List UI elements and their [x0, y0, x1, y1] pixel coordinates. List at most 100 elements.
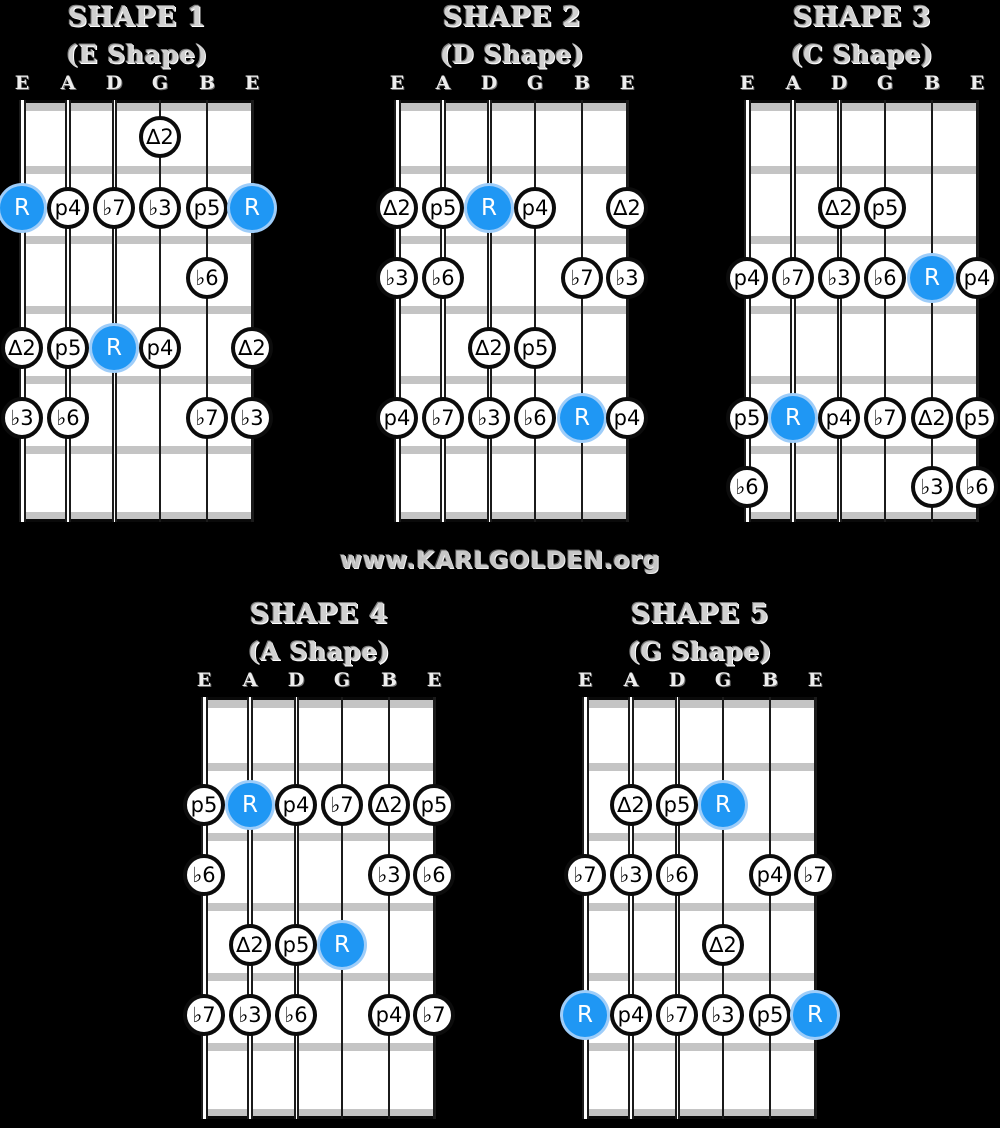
string-line — [200, 697, 208, 1119]
interval-note: ♭7 — [413, 994, 455, 1036]
shape-subtitle: (G Shape) — [627, 637, 773, 666]
root-note: R — [793, 993, 837, 1037]
string-label: E — [577, 669, 593, 691]
fret-bar — [395, 446, 629, 454]
string-line — [722, 697, 724, 1119]
string-line — [111, 100, 117, 522]
shape-subtitle: (A Shape) — [247, 637, 391, 666]
string-line — [790, 100, 796, 522]
string-line — [250, 100, 254, 522]
interval-note: p5 — [956, 397, 998, 439]
string-line — [65, 100, 71, 522]
string-line — [293, 697, 299, 1119]
string-line — [247, 697, 253, 1119]
string-label: B — [198, 72, 216, 94]
interval-note: ♭7 — [864, 397, 906, 439]
interval-note: p5 — [514, 327, 556, 369]
interval-note: p5 — [186, 187, 228, 229]
shape-subtitle: (C Shape) — [790, 40, 934, 69]
interval-note: ♭6 — [183, 854, 225, 896]
interval-note: ♭7 — [422, 397, 464, 439]
fret-bar — [745, 512, 979, 520]
string-line — [813, 697, 817, 1119]
root-note: R — [320, 923, 364, 967]
interval-note: p4 — [610, 994, 652, 1036]
fret-bar — [20, 103, 254, 111]
interval-note: ♭7 — [93, 187, 135, 229]
root-note: R — [910, 256, 954, 300]
interval-note: ♭3 — [468, 397, 510, 439]
board-top-edge — [202, 697, 436, 700]
fret-bar — [395, 103, 629, 111]
string-line — [884, 100, 886, 522]
fret-bar — [395, 376, 629, 384]
string-label: D — [830, 72, 848, 94]
interval-note: ♭7 — [561, 257, 603, 299]
string-line — [975, 100, 979, 522]
string-label: E — [196, 669, 212, 691]
interval-note: ♭7 — [186, 397, 228, 439]
string-label: E — [807, 669, 823, 691]
interval-note: ♭3 — [702, 994, 744, 1036]
fret-bar — [20, 512, 254, 520]
shape-title: SHAPE 4 — [249, 599, 389, 630]
interval-note: ♭3 — [376, 257, 418, 299]
fret-bar — [583, 763, 817, 771]
string-label: B — [761, 669, 779, 691]
shape-title: SHAPE 5 — [630, 599, 770, 630]
interval-note: p4 — [956, 257, 998, 299]
interval-note: p4 — [376, 397, 418, 439]
interval-note: ♭3 — [818, 257, 860, 299]
fret-bar — [745, 376, 979, 384]
fret-bar — [745, 103, 979, 111]
interval-note: p5 — [183, 784, 225, 826]
fret-bar — [202, 973, 436, 981]
root-note: R — [467, 186, 511, 230]
interval-note: ♭3 — [911, 466, 953, 508]
string-label: E — [389, 72, 405, 94]
interval-note: p5 — [413, 784, 455, 826]
root-note: R — [230, 186, 274, 230]
string-line — [393, 100, 401, 522]
shape-title: SHAPE 1 — [67, 2, 207, 33]
string-line — [581, 100, 583, 522]
string-line — [18, 100, 26, 522]
interval-note: p5 — [656, 784, 698, 826]
board-bottom-edge — [202, 1116, 436, 1119]
string-line — [931, 100, 933, 522]
interval-note: ♭3 — [1, 397, 43, 439]
string-label: D — [287, 669, 305, 691]
fret-bar — [20, 166, 254, 174]
interval-note: p5 — [864, 187, 906, 229]
interval-note: p5 — [275, 924, 317, 966]
fret-bar — [20, 376, 254, 384]
interval-note: ♭7 — [772, 257, 814, 299]
string-label: D — [668, 669, 686, 691]
interval-note: ♭6 — [514, 397, 556, 439]
fret-bar — [583, 1109, 817, 1117]
board-bottom-edge — [583, 1116, 817, 1119]
fret-bar — [202, 1109, 436, 1117]
string-label: A — [623, 669, 639, 691]
interval-note: ♭7 — [656, 994, 698, 1036]
interval-note: ∆2 — [1, 327, 43, 369]
string-label: G — [714, 669, 732, 691]
interval-note: p5 — [422, 187, 464, 229]
fret-bar — [202, 833, 436, 841]
string-line — [388, 697, 390, 1119]
fret-bar — [583, 700, 817, 708]
string-line — [674, 697, 680, 1119]
interval-note: ♭6 — [413, 854, 455, 896]
string-label: A — [435, 72, 451, 94]
interval-note: ∆2 — [606, 187, 648, 229]
string-label: A — [60, 72, 76, 94]
fret-bar — [395, 166, 629, 174]
interval-note: ∆2 — [818, 187, 860, 229]
interval-note: ∆2 — [610, 784, 652, 826]
board-top-edge — [395, 100, 629, 103]
